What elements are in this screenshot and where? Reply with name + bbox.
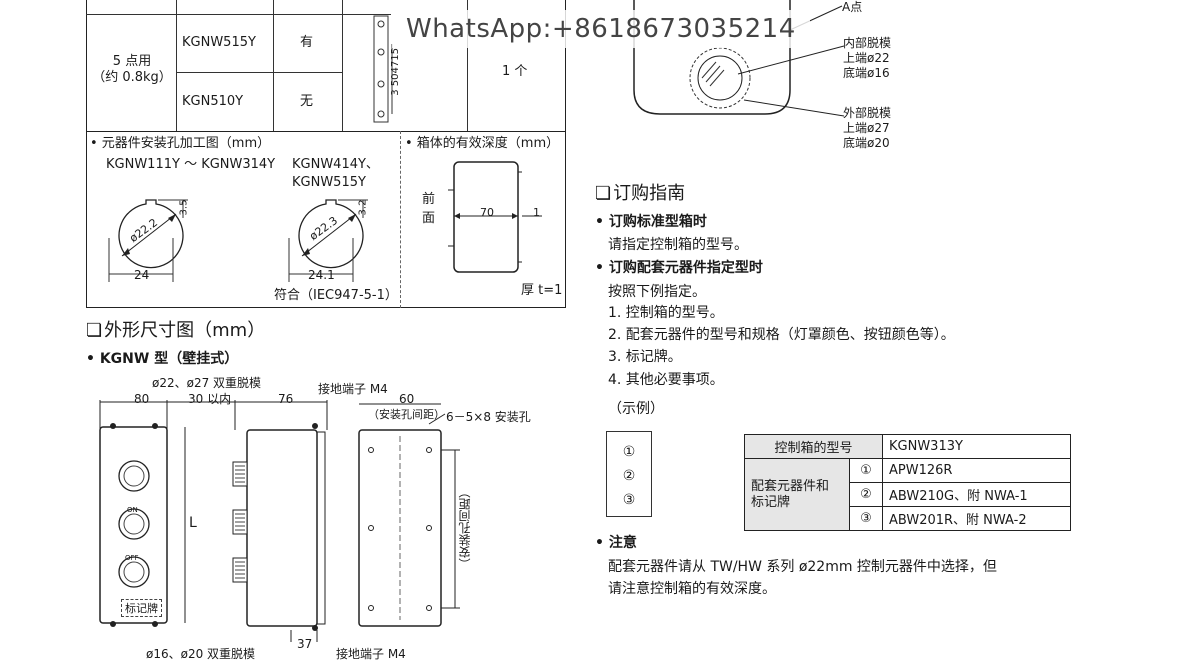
knockout-inner: 内部脱模 上端ø22 底端ø16 xyxy=(843,36,892,80)
hole-left-drawing xyxy=(108,199,188,282)
row-label: 5 点用 （约 0.8kg） xyxy=(92,54,172,85)
depth-divider xyxy=(400,131,401,308)
parts-label: 配套元器件和 标记牌 xyxy=(744,458,850,531)
dim-hole-pitch-top: （安装孔间距） xyxy=(368,408,445,421)
table-line xyxy=(176,72,342,73)
order-std-text: 请指定控制箱的型号。 xyxy=(608,237,748,253)
dim-w60: 60 xyxy=(399,392,415,406)
depth-front: 前 面 xyxy=(422,192,436,226)
note-line-1: 配套元器件请从 TW/HW 系列 ø22mm 控制元器件中选择，但 xyxy=(608,559,997,575)
model-2: KGN510Y xyxy=(182,94,244,109)
order-std-title: • 订购标准型箱时 xyxy=(595,214,707,230)
table-line xyxy=(86,14,391,15)
row-no: ① xyxy=(849,458,883,483)
depth-offset: 1 xyxy=(533,206,540,219)
avail-2: 无 xyxy=(300,94,314,109)
circle-3: ③ xyxy=(622,492,636,508)
knockout-point: A点 xyxy=(842,0,863,14)
row-value: APW126R xyxy=(882,458,1071,483)
dim-label-plate: 标记牌 xyxy=(121,599,162,617)
table-line xyxy=(86,131,566,132)
depth-drawing xyxy=(448,161,542,273)
model-1: KGNW515Y xyxy=(182,35,256,50)
table-line xyxy=(273,0,274,131)
dim-d37: 37 xyxy=(297,637,313,651)
order-cfg-text: 按照下例指定。 xyxy=(608,284,706,300)
watermark: WhatsApp:+8618673035214 xyxy=(392,10,810,48)
dimension-subtitle: • KGNW 型（壁挂式） xyxy=(86,351,239,367)
hole-left-key: 3.5 xyxy=(178,199,190,216)
table-row: 控制箱的型号 KGNW313Y xyxy=(744,434,1071,459)
note-title: • 注意 xyxy=(595,535,637,551)
hole-left-model: KGNW111Y ～ KGNW314Y xyxy=(106,157,276,172)
depth-value: 70 xyxy=(480,206,494,219)
order-example: （示例） xyxy=(608,401,664,417)
hole-right-drawing xyxy=(288,199,368,282)
dim-top-knockout: ø22、ø27 双重脱模 xyxy=(152,376,262,390)
depth-caption: • 箱体的有效深度（mm） xyxy=(405,136,560,151)
hole-caption: • 元器件安装孔加工图（mm） xyxy=(90,136,271,151)
dim-side-pitch: （安装孔间距） xyxy=(458,486,472,570)
order-cfg-title: • 订购配套元器件指定型时 xyxy=(595,260,763,276)
model-value: KGNW313Y xyxy=(882,434,1071,459)
dimension-title: 外形尺寸图（mm） xyxy=(86,320,265,342)
circle-1: ① xyxy=(622,444,636,460)
order-table: 控制箱的型号 KGNW313Y 配套元器件和 标记牌 ① APW126R ② A… xyxy=(744,434,1071,531)
example-panel: ① ② ③ xyxy=(606,431,652,517)
hole-right-key: 3.2 xyxy=(357,199,369,216)
hole-right-model-2: KGNW515Y xyxy=(292,175,366,190)
note-line-2: 请注意控制箱的有效深度。 xyxy=(608,581,776,597)
table-line xyxy=(342,0,343,131)
table-line xyxy=(467,0,468,131)
order-title: 订购指南 xyxy=(595,183,685,205)
hole-standard: 符合（IEC947-5-1） xyxy=(274,288,398,303)
depth-thickness: 厚 t=1 xyxy=(521,283,563,298)
quantity: 1 个 xyxy=(502,64,528,79)
strip-dims: 3 504715 xyxy=(390,48,401,96)
dim-ground-top: 接地端子 M4 xyxy=(318,382,388,396)
dim-mount-holes: 6－5×8 安装孔 xyxy=(446,410,531,424)
dim-on-label: ON xyxy=(127,506,138,514)
row-value: ABW201R、附 NWA-2 xyxy=(882,506,1071,531)
circle-2: ② xyxy=(622,468,636,484)
row-no: ③ xyxy=(849,506,883,531)
mount-strip-drawing xyxy=(373,15,393,123)
model-label: 控制箱的型号 xyxy=(744,434,883,459)
table-line xyxy=(176,0,177,131)
row-value: ABW210G、附 NWA-1 xyxy=(882,482,1071,507)
knockout-outer: 外部脱模 上端ø27 底端ø20 xyxy=(843,106,892,150)
hole-right-model-1: KGNW414Y、 xyxy=(292,157,379,172)
order-item-4: 4. 其他必要事项。 xyxy=(608,372,724,388)
row-no: ② xyxy=(849,482,883,507)
table-row: ③ ABW201R、附 NWA-2 xyxy=(745,506,1071,531)
order-item-1: 1. 控制箱的型号。 xyxy=(608,305,724,321)
dim-ground-bottom: 接地端子 M4 xyxy=(336,647,406,661)
order-item-2: 2. 配套元器件的型号和规格（灯罩颜色、按钮颜色等）。 xyxy=(608,327,955,343)
spec-box xyxy=(86,0,566,308)
table-row: 配套元器件和 标记牌 ① APW126R xyxy=(744,458,1071,531)
avail-1: 有 xyxy=(300,35,314,50)
enclosure-drawing xyxy=(99,400,460,642)
dim-length: L xyxy=(189,515,197,531)
hole-right-width: 24.1 xyxy=(308,268,335,282)
hole-left-width: 24 xyxy=(134,268,150,282)
dim-bottom-knockout: ø16、ø20 双重脱模 xyxy=(146,647,256,661)
order-item-3: 3. 标记牌。 xyxy=(608,349,682,365)
dim-off-label: OFF xyxy=(125,554,139,562)
knockout-drawing xyxy=(633,0,845,117)
